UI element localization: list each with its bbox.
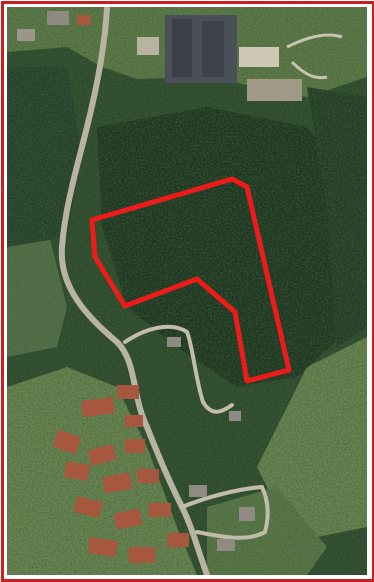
south-road (180, 484, 270, 540)
residential-houses (52, 385, 189, 563)
north-path (286, 33, 343, 80)
side-road-east (123, 324, 234, 414)
northwest-buildings (17, 11, 91, 41)
aerial-map-canvas (7, 7, 367, 575)
scattered-buildings (167, 337, 255, 551)
tree-texture (7, 7, 367, 575)
plot-boundary[interactable] (89, 176, 292, 384)
north-building-complex (137, 15, 302, 101)
aerial-map[interactable] (7, 7, 367, 575)
main-road (58, 7, 210, 575)
